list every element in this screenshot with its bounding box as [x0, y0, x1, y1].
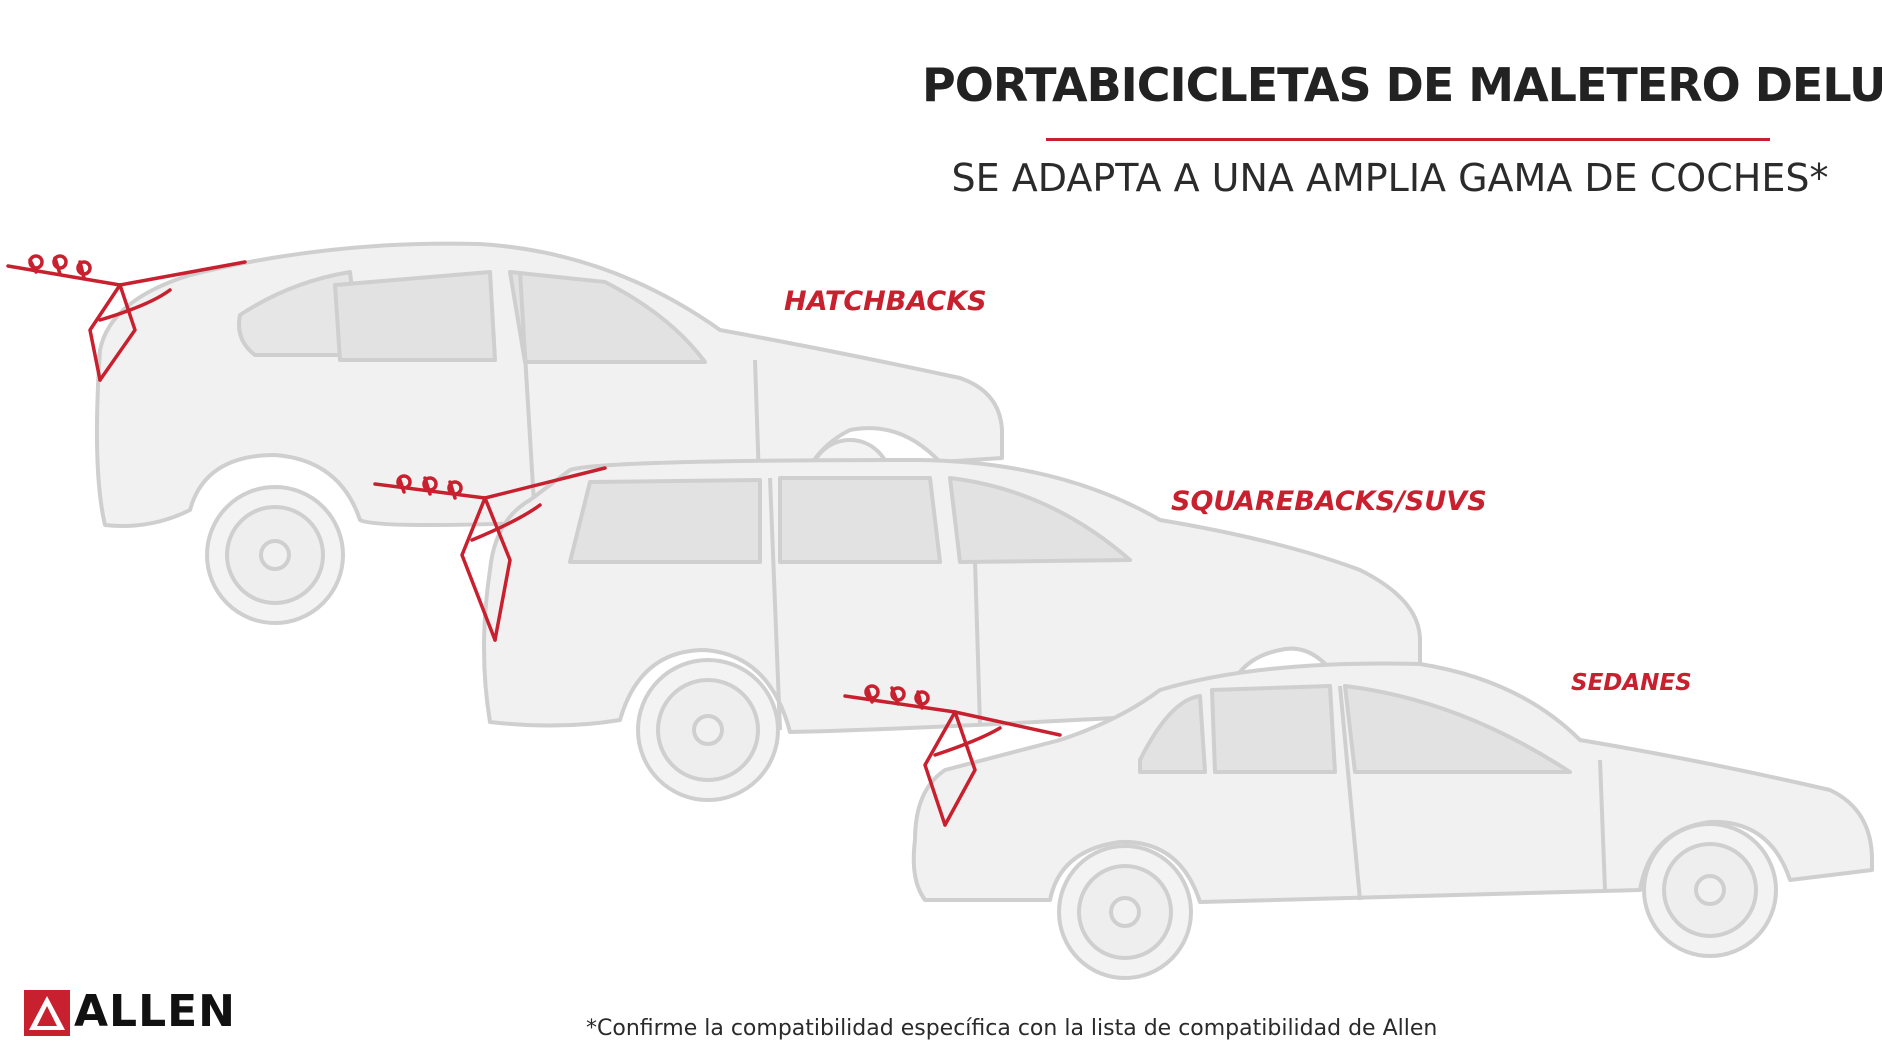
- page-title: PORTABICICLETAS DE MALETERO DELUXE: [922, 58, 1882, 112]
- sedan-car: [911, 661, 1874, 980]
- brand-name: ALLEN: [74, 986, 237, 1037]
- category-label-hatchbacks: HATCHBACKS: [784, 286, 987, 317]
- hatchback-bike-rack: [6, 254, 247, 382]
- squareback-car: [482, 458, 1422, 802]
- title-divider: [1046, 138, 1770, 141]
- compatibility-footnote: *Confirme la compatibilidad específica c…: [586, 1016, 1438, 1041]
- sedan-bike-rack: [843, 684, 1062, 827]
- allen-triangle-icon: [24, 990, 70, 1036]
- squareback-bike-rack: [373, 466, 607, 642]
- page-subtitle: SE ADAPTA A UNA AMPLIA GAMA DE COCHES*: [951, 156, 1829, 200]
- category-label-sedans: SEDANES: [1571, 670, 1692, 696]
- brand-logo: ALLEN: [24, 988, 294, 1036]
- category-label-squarebacks: SQUAREBACKS/SUVS: [1171, 486, 1487, 517]
